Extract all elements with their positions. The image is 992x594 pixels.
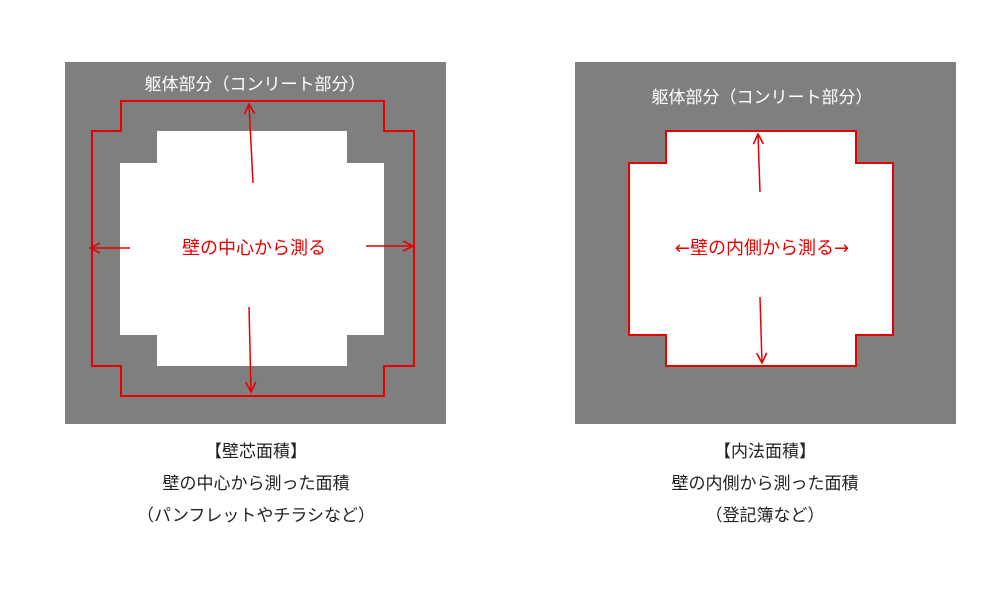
left-measure-label: 壁の中心から測る bbox=[182, 238, 326, 259]
left-caption-line1: 壁の中心から測った面積 bbox=[162, 474, 350, 494]
left-wall-center-outline bbox=[91, 100, 415, 397]
right-concrete-label: 躯体部分（コンリート部分） bbox=[652, 88, 873, 108]
right-panel: 躯体部分（コンリート部分） ←壁の内側から測る→ bbox=[575, 62, 956, 424]
left-panel: 躯体部分（コンリート部分） 壁の中心から測る bbox=[65, 62, 446, 424]
right-inner-wall-outline bbox=[628, 130, 894, 367]
left-arrow-down bbox=[249, 306, 251, 392]
right-caption-line2: （登記簿など） bbox=[705, 506, 825, 526]
right-measure-label: ←壁の内側から測る→ bbox=[675, 238, 849, 259]
left-arrow-up bbox=[249, 104, 253, 184]
right-caption-line1: 壁の内側から測った面積 bbox=[671, 474, 859, 494]
right-caption-title: 【内法面積】 bbox=[714, 442, 816, 462]
left-caption-line2: （パンフレットやチラシなど） bbox=[137, 506, 375, 526]
right-caption: 【内法面積】 壁の内側から測った面積 （登記簿など） bbox=[575, 436, 955, 532]
right-arrow-up bbox=[758, 134, 760, 193]
left-room-interior bbox=[120, 131, 384, 366]
left-concrete-label: 躯体部分（コンリート部分） bbox=[145, 75, 366, 95]
right-arrow-down bbox=[760, 296, 762, 363]
left-caption-title: 【壁芯面積】 bbox=[205, 442, 307, 462]
left-caption: 【壁芯面積】 壁の中心から測った面積 （パンフレットやチラシなど） bbox=[66, 436, 446, 532]
